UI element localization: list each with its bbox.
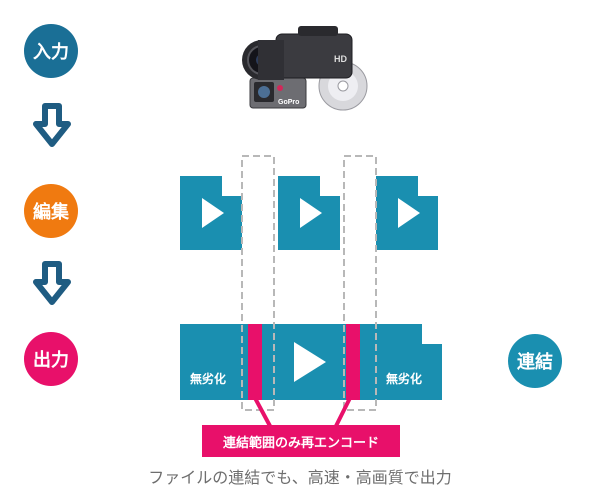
join-range-bracket-right — [343, 155, 377, 411]
step-edit-label: 編集 — [33, 202, 69, 223]
video-file-icon — [376, 176, 438, 250]
step-output-circle: 出力 — [24, 332, 78, 386]
video-file-icon — [278, 176, 340, 250]
arrow-down-icon — [33, 261, 71, 305]
caption-text: ファイルの連結でも、高速・高画質で出力 — [148, 468, 452, 487]
video-file-icon — [180, 176, 242, 250]
step-output-label: 出力 — [33, 350, 69, 371]
gopro-text: GoPro — [278, 99, 299, 106]
lossless-label-right: 無劣化 — [386, 372, 423, 386]
merged-video-file — [180, 324, 442, 400]
concat-label: 連結 — [517, 352, 553, 373]
lossless-label-left: 無劣化 — [190, 372, 227, 386]
camcorder-disc-illustration: GoPro HD — [242, 26, 368, 111]
arrow-down-icon — [33, 103, 71, 147]
reencode-callout-text: 連結範囲のみ再エンコード — [222, 435, 379, 451]
reencode-callout: 連結範囲のみ再エンコード — [202, 425, 400, 457]
step-edit-circle: 編集 — [24, 184, 78, 238]
hd-badge: HD — [334, 54, 347, 64]
callout-connector — [253, 398, 352, 427]
step-input-circle: 入力 — [24, 24, 78, 78]
join-range-bracket-left — [241, 155, 275, 411]
concat-circle: 連結 — [508, 334, 562, 388]
step-input-label: 入力 — [33, 42, 69, 63]
